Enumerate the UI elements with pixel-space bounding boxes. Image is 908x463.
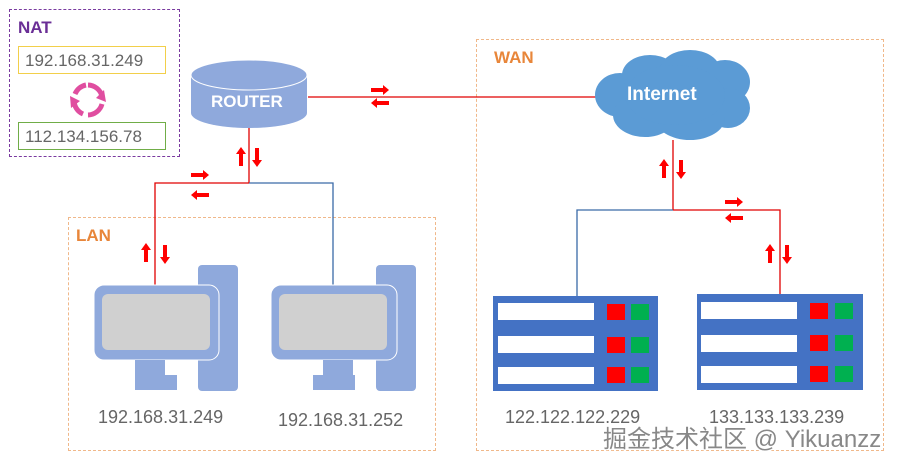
lan-zone: LAN	[68, 217, 436, 451]
arrow-right-icon	[191, 170, 209, 180]
lan-host-1-link	[154, 182, 249, 285]
arrow-up-icon	[765, 244, 775, 263]
wan-server-1-link	[576, 209, 673, 296]
arrow-up-icon	[659, 159, 669, 178]
nat-panel: NAT 192.168.31.249 112.134.156.78	[9, 9, 180, 157]
wan-server-2-link	[673, 209, 781, 294]
arrow-left-icon	[371, 98, 389, 108]
arrow-right-icon	[371, 85, 389, 95]
lan-zone-label: LAN	[76, 226, 111, 245]
lan-host-2-computer-icon	[270, 265, 416, 391]
lan-host-1-computer-icon	[93, 265, 238, 391]
wan-zone-label: WAN	[494, 48, 534, 67]
lan-host-2-link	[249, 182, 334, 285]
arrow-down-icon	[676, 160, 686, 179]
nat-private-ip: 192.168.31.249	[18, 46, 166, 74]
arrow-down-icon	[252, 148, 262, 167]
traffic-arrows	[141, 85, 792, 264]
refresh-cycle-icon	[70, 82, 106, 118]
arrow-left-icon	[191, 190, 209, 200]
nat-public-ip: 112.134.156.78	[18, 122, 166, 150]
arrow-right-icon	[725, 197, 743, 207]
router-label: ROUTER	[211, 92, 283, 111]
arrow-left-icon	[725, 213, 743, 223]
arrow-up-icon	[141, 243, 151, 262]
arrow-up-icon	[236, 147, 246, 166]
lan-host-2-ip: 192.168.31.252	[278, 410, 404, 430]
wan-server-1-icon	[493, 296, 658, 391]
arrow-down-icon	[782, 245, 792, 264]
internet-label: Internet	[627, 84, 697, 105]
arrow-down-icon	[160, 245, 170, 264]
wan-server-2-ip: 133.133.133.239	[709, 407, 845, 427]
nat-title: NAT	[18, 18, 52, 37]
watermark: 掘金技术社区 @ Yikuanzz	[603, 426, 882, 453]
lan-host-1-ip: 192.168.31.249	[98, 407, 224, 427]
wan-zone: WAN	[476, 39, 884, 451]
wan-server-2-icon	[697, 294, 863, 390]
router-icon	[190, 59, 308, 128]
wan-server-1-ip: 122.122.122.229	[505, 407, 641, 427]
internet-cloud-icon	[595, 50, 750, 140]
